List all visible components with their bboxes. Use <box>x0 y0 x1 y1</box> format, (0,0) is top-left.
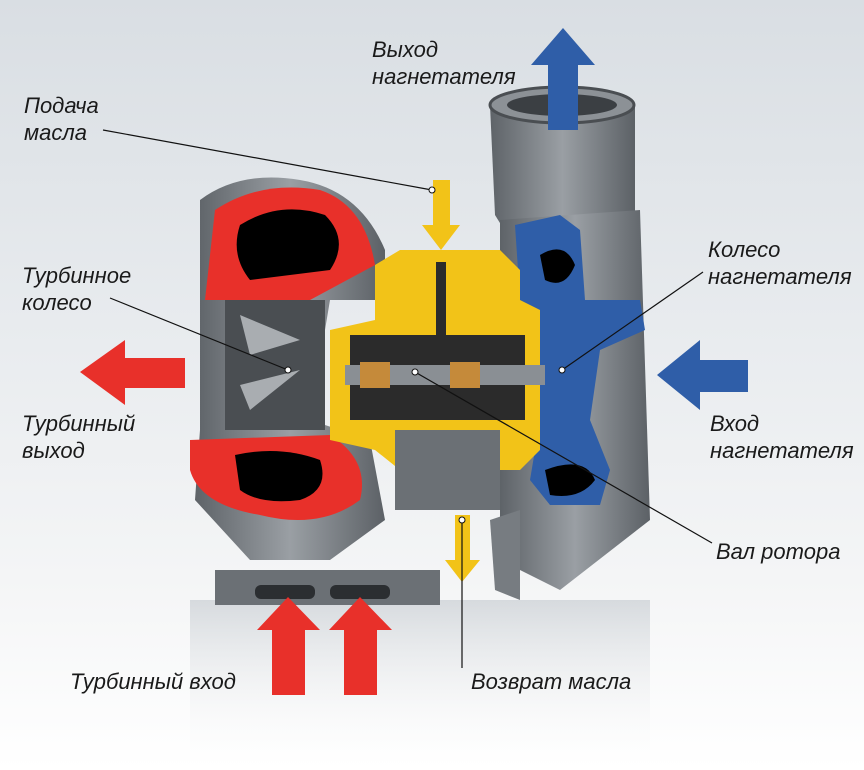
compressor-outlet-arrow <box>531 28 595 130</box>
compressor-inlet-arrow <box>657 340 748 410</box>
label-line: Подача <box>24 93 99 118</box>
label-line: колесо <box>22 290 92 315</box>
label-line: Колесо <box>708 237 781 262</box>
compressor-housing <box>488 85 650 590</box>
label-line: выход <box>22 438 85 463</box>
label-line: нагнетателя <box>708 264 852 289</box>
label-oil-feed: Подача масла <box>24 92 99 146</box>
label-turbine-inlet: Турбинный вход <box>70 669 236 694</box>
oil-feed-arrow <box>422 180 460 250</box>
turbine-inlet-arrows <box>257 597 392 695</box>
turbine-outlet-arrow <box>80 340 185 405</box>
label-turbine-outlet: Турбинный выход <box>22 410 135 464</box>
label-compressor-inlet: Вход нагнетателя <box>710 410 854 464</box>
label-line: Вход <box>710 411 760 436</box>
leader-dots <box>284 186 566 524</box>
label-compressor-outlet: Выход нагнетателя <box>372 36 516 90</box>
label-line: нагнетателя <box>372 64 516 89</box>
label-line: Турбинный <box>22 411 136 436</box>
label-oil-return: Возврат масла <box>471 669 632 694</box>
label-line: Турбинное <box>22 263 132 288</box>
label-line: нагнетателя <box>710 438 854 463</box>
leader-lines <box>102 129 713 668</box>
label-line: Выход <box>372 37 439 62</box>
bearing-housing <box>330 250 545 600</box>
label-rotor-shaft: Вал ротора <box>716 539 841 564</box>
label-turbine-wheel: Турбинное колесо <box>22 262 131 316</box>
label-line: масла <box>24 120 87 145</box>
label-compressor-wheel: Колесо нагнетателя <box>708 236 852 290</box>
